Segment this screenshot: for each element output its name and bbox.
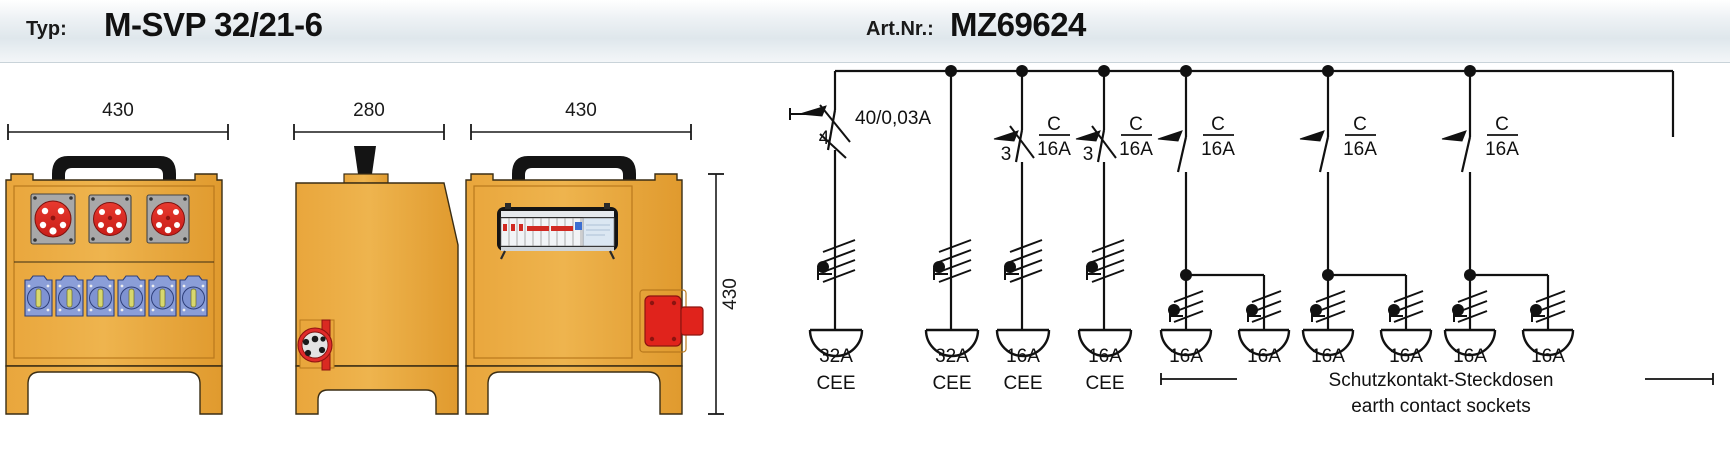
outlet-symbol: 16A — [1379, 290, 1433, 367]
outlet-rating: 16A — [1169, 346, 1203, 367]
front-view: 430 — [5, 100, 229, 415]
article-number-value: MZ69624 — [950, 6, 1086, 43]
mcb-breaker: C 16A — [1299, 114, 1377, 275]
mcb-curve: C — [1353, 114, 1367, 135]
rear-width-dimension: 430 — [470, 100, 692, 140]
title-bar: Typ: M-SVP 32/21-6 Art.Nr.: MZ69624 — [0, 0, 1730, 63]
front-red-socket — [30, 193, 76, 245]
mcb-curve: C — [1047, 114, 1061, 135]
junction-dot — [1322, 65, 1334, 77]
outlet-symbol: 16A CEE — [995, 239, 1051, 394]
outlet-rating: 16A — [1531, 346, 1565, 367]
side-body — [295, 182, 459, 367]
outlet-type: CEE — [1003, 373, 1042, 394]
front-panel-outline — [13, 185, 215, 359]
junction-dot — [1016, 65, 1028, 77]
side-legs — [295, 365, 459, 415]
rcd-switch: 4 40/0,03A — [789, 104, 931, 252]
type-label: Typ: — [26, 18, 67, 40]
outlet-type: CEE — [816, 373, 855, 394]
front-legs — [5, 365, 223, 415]
outlet-type: CEE — [932, 373, 971, 394]
rear-legs — [465, 365, 683, 415]
front-blue-socket — [179, 275, 208, 317]
side-width-value: 280 — [353, 100, 385, 121]
outlet-symbol: 16A — [1301, 290, 1355, 367]
outlet-symbol: 16A — [1521, 290, 1575, 367]
front-handle — [52, 156, 176, 184]
side-view: 280 — [293, 100, 459, 415]
outlet-symbol: 16A — [1443, 290, 1497, 367]
outlet-rating: 16A — [1453, 346, 1487, 367]
outlet-rating: 32A — [935, 346, 969, 367]
junction-dot — [1464, 65, 1476, 77]
rear-height-dimension: 430 — [708, 173, 741, 415]
front-red-socket — [146, 194, 190, 244]
outlet-symbol: 16A — [1237, 290, 1291, 367]
circuit-diagram: 4 40/0,03A 3 C 16A 3 C 16A — [789, 65, 1714, 417]
outlet-symbol: 16A — [1159, 290, 1213, 367]
rear-width-value: 430 — [565, 100, 597, 121]
front-blue-socket — [148, 275, 177, 317]
mcb-rating: 16A — [1119, 139, 1153, 160]
mcb-pole-count: 3 — [1001, 144, 1012, 165]
outlet-rating: 16A — [1311, 346, 1345, 367]
front-blue-socket — [24, 275, 53, 317]
front-blue-socket — [117, 275, 146, 317]
outlet-rating: 16A — [1389, 346, 1423, 367]
rcd-pole-count: 4 — [819, 128, 830, 149]
mcb-curve: C — [1129, 114, 1143, 135]
outlet-symbol: 32A CEE — [924, 239, 980, 394]
outlet-symbol: 16A CEE — [1077, 239, 1133, 394]
mcb-rating: 16A — [1037, 139, 1071, 160]
article-number-label: Art.Nr.: — [866, 18, 934, 40]
outlet-rating: 16A — [1006, 346, 1040, 367]
mcb-breaker: 3 C 16A — [1075, 114, 1153, 252]
rear-red-inlet — [639, 289, 704, 353]
content-area: 430 — [0, 62, 1730, 455]
type-value: M-SVP 32/21-6 — [104, 6, 323, 43]
rear-height-value: 430 — [720, 278, 741, 310]
side-red-socket — [297, 319, 335, 371]
rear-breaker-panel — [497, 203, 618, 260]
mcb-rating: 16A — [1485, 139, 1519, 160]
mcb-breaker: 3 C 16A — [993, 114, 1071, 252]
side-handle-base — [343, 173, 389, 184]
mcb-pole-count: 3 — [1083, 144, 1094, 165]
outlet-rating: 16A — [1247, 346, 1281, 367]
front-width-dimension: 430 — [7, 100, 229, 140]
outlet-rating: 16A — [1088, 346, 1122, 367]
outlet-type: CEE — [1085, 373, 1124, 394]
front-width-value: 430 — [102, 100, 134, 121]
junction-dot — [1180, 65, 1192, 77]
junction-dot — [945, 65, 957, 77]
junction-dot — [1098, 65, 1110, 77]
outlet-symbol: 32A CEE — [808, 239, 864, 394]
rear-view: 430 — [465, 100, 741, 415]
outlet-rating: 32A — [819, 346, 853, 367]
front-blue-socket — [86, 275, 115, 317]
mcb-rating: 16A — [1201, 139, 1235, 160]
rear-panel-outline — [473, 185, 633, 359]
rear-handle — [512, 156, 636, 184]
front-red-socket — [88, 194, 132, 244]
mcb-breaker: C 16A — [1157, 114, 1235, 275]
mcb-curve: C — [1495, 114, 1509, 135]
mcb-curve: C — [1211, 114, 1225, 135]
rcd-rating: 40/0,03A — [855, 108, 931, 129]
side-handle — [354, 146, 376, 174]
side-width-dimension: 280 — [293, 100, 445, 140]
mcb-rating: 16A — [1343, 139, 1377, 160]
schuko-caption-en: earth contact sockets — [1351, 396, 1531, 417]
mcb-breaker: C 16A — [1441, 71, 1519, 275]
front-blue-socket — [55, 275, 84, 317]
schuko-caption-de: Schutzkontakt-Steckdosen — [1329, 370, 1554, 391]
schuko-bracket — [1160, 373, 1714, 385]
